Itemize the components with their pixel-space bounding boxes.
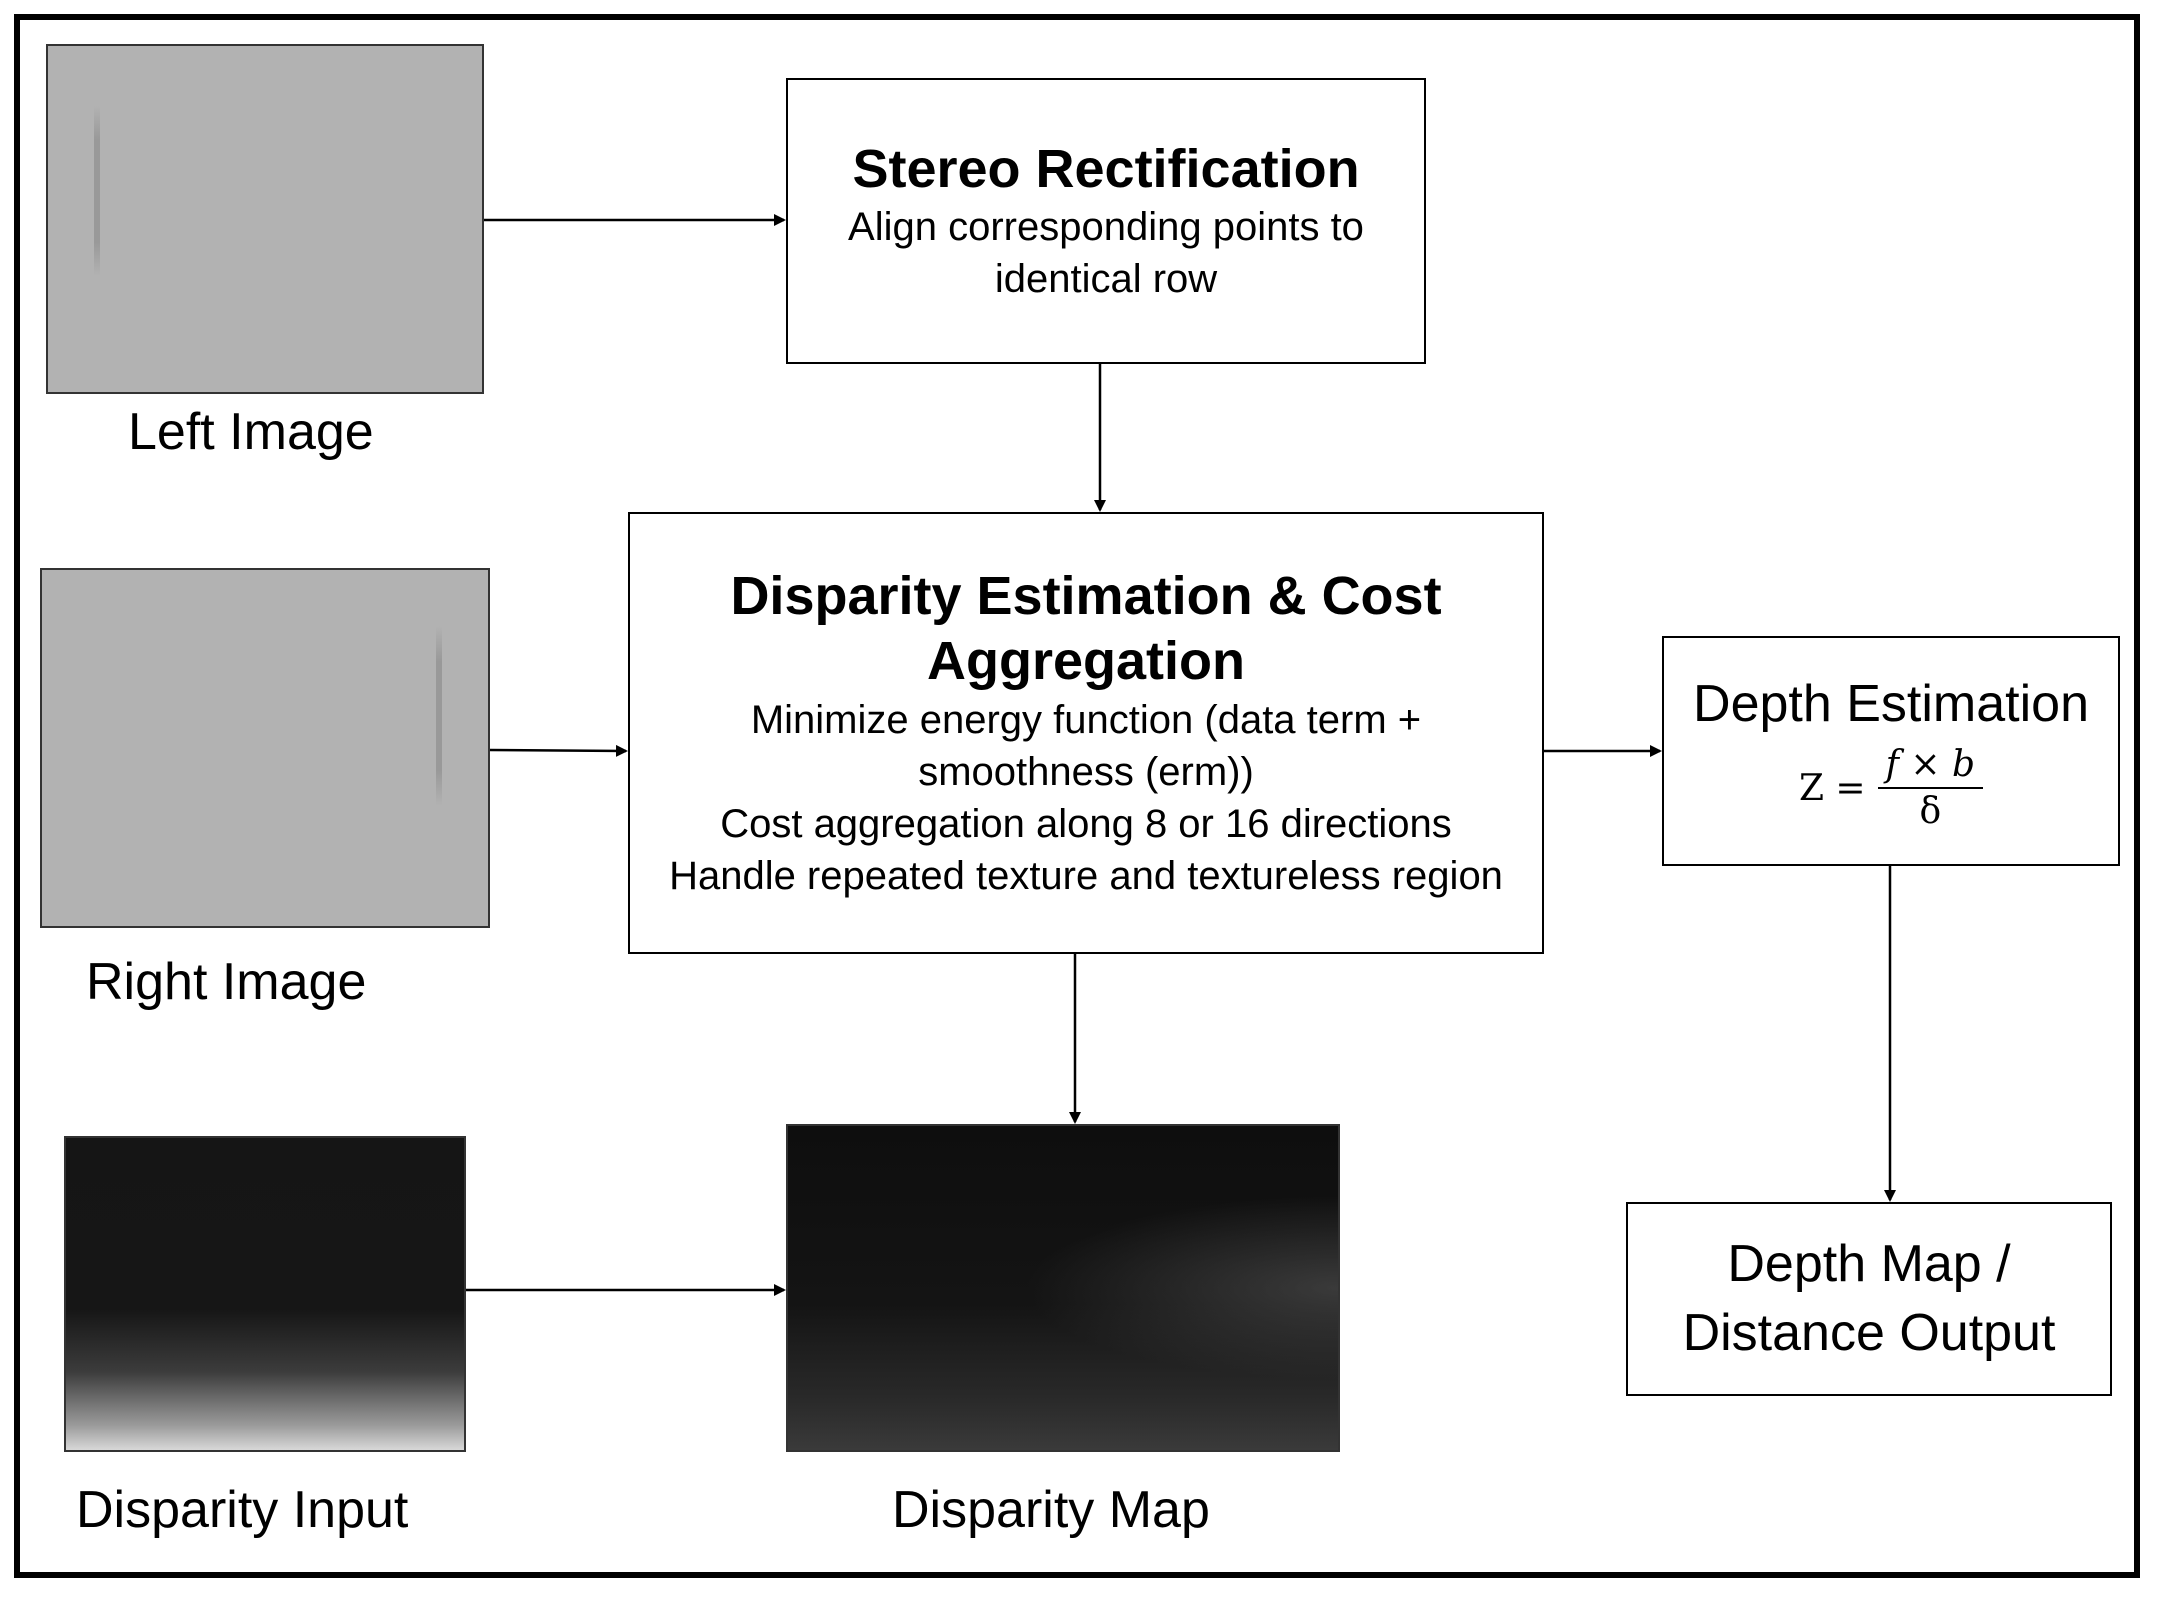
formula-denominator: δ [1919, 791, 1942, 833]
arrow-right-to-disparity [489, 744, 628, 757]
stereo-rectification-title: Stereo Rectification [852, 138, 1360, 199]
disparity-estimation-line-1: Minimize energy function (data term + [750, 697, 1422, 742]
disparity-estimation-box: Disparity Estimation & Cost Aggregation … [628, 512, 1544, 954]
depth-estimation-title: Depth Estimation [1693, 674, 2089, 733]
disparity-estimation-title-1: Disparity Estimation & Cost [730, 566, 1442, 627]
disparity-estimation-line-2: smoothness (erm)) [918, 749, 1254, 794]
depth-formula: Z = f × b δ [1798, 744, 1984, 833]
disparity-map-label: Disparity Map [892, 1481, 1210, 1539]
depth-map-output-line-2: Distance Output [1682, 1304, 2056, 1362]
depth-estimation-box: Depth Estimation Z = f × b δ [1662, 636, 2120, 866]
disparity-input-image [64, 1136, 466, 1452]
outer-frame [14, 14, 2140, 1578]
right-image [40, 568, 490, 928]
left-image-label: Left Image [128, 403, 374, 461]
depth-map-output-line-1: Depth Map / [1727, 1235, 2011, 1294]
stereo-rectification-subtitle-1: Align corresponding points to [848, 205, 1364, 250]
formula-fraction: f × b δ [1877, 744, 1984, 833]
disparity-input-label: Disparity Input [76, 1481, 409, 1539]
depth-map-output-box: Depth Map / Distance Output [1626, 1202, 2112, 1396]
stereo-rectification-box: Stereo Rectification Align corresponding… [786, 78, 1426, 364]
disparity-estimation-line-4: Handle repeated texture and textureless … [669, 853, 1503, 898]
left-image [46, 44, 484, 394]
disparity-estimation-line-3: Cost aggregation along 8 or 16 direction… [720, 801, 1452, 846]
stereo-rectification-subtitle-2: identical row [994, 257, 1218, 302]
right-image-label: Right Image [86, 953, 367, 1011]
formula-lhs: Z = [1798, 767, 1866, 809]
disparity-estimation-title-2: Aggregation [927, 631, 1245, 691]
formula-numerator: f × b [1877, 744, 1984, 790]
disparity-map-image [786, 1124, 1340, 1452]
